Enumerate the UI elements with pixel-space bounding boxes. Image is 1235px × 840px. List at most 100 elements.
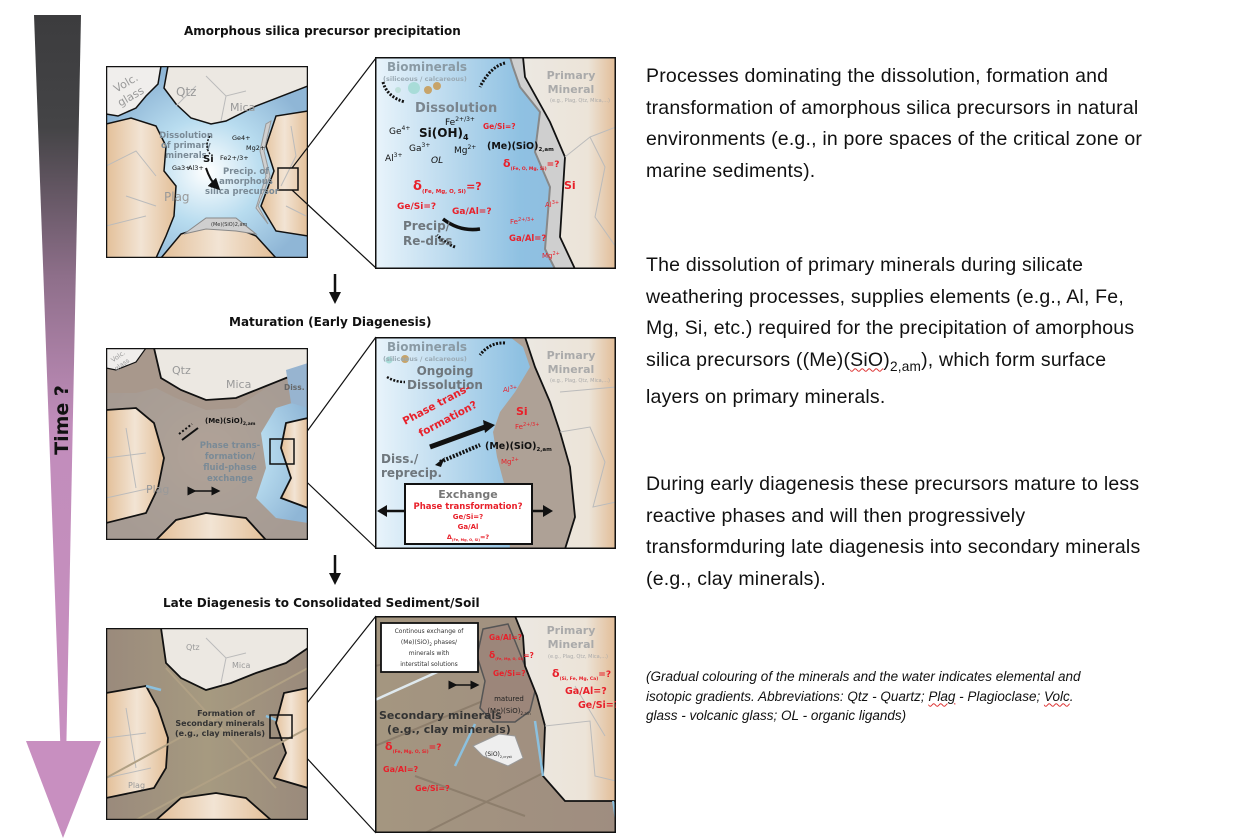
label-gaal-layer: Ga/Al=?: [509, 234, 546, 244]
label-gaal-fluid: Ga/Al=?: [452, 207, 492, 217]
label-si-layer: Si: [564, 179, 576, 192]
label-primary-2: Primary: [547, 349, 596, 362]
label-fe: Fe2+/3+: [220, 154, 249, 162]
label-fe-detail: Fe2+/3+: [445, 116, 475, 128]
label-qtz-3: Qtz: [186, 643, 200, 652]
label-ga-detail: Ga3+: [409, 142, 430, 154]
stage-1-title: Amorphous silica precursor precipitation: [184, 24, 461, 38]
label-delta-fluid: δ(Fe, Mg, O, Si)=?: [413, 179, 482, 195]
label-mica-2: Mica: [226, 378, 251, 391]
label-biominerals-2: Biominerals: [387, 340, 467, 354]
stage-2-title: Maturation (Early Diagenesis): [229, 315, 432, 329]
label-secondary-minerals: Secondary minerals: [175, 719, 264, 728]
label-me-layer: (Me)(SiO)2,am: [487, 141, 554, 153]
label-ge: Ge4+: [232, 134, 251, 142]
stage-1-overview: Volc. glass Qtz Mica Plag Dissolution of…: [106, 66, 308, 258]
box3-line1: Continous exchange of: [395, 628, 465, 635]
label-sioh4: Si(OH)4: [419, 126, 469, 142]
label-delta-prim: δ(Si, Fe, Mg, Ca)=?: [552, 667, 611, 682]
label-mica-3: Mica: [232, 661, 251, 670]
label-gesi-layer: Ge/Si=?: [483, 122, 516, 131]
label-formation-of: Formation of: [197, 709, 255, 718]
p2-sub: 2,am: [889, 358, 922, 374]
footnote: (Gradual colouring of the minerals and t…: [646, 667, 1106, 726]
label-ongoing-dissolution: Dissolution: [407, 378, 483, 392]
exchange-box: Exchange Phase transformation? Ge/Si=? G…: [404, 483, 533, 545]
label-gesi-mat: Ge/Si=?: [493, 669, 526, 678]
stage-3-title: Late Diagenesis to Consolidated Sediment…: [163, 596, 480, 610]
label-biominerals-sub-2: (siliceous / calcareous): [383, 355, 467, 363]
stage-3-overview: Qtz Mica Plag Formation of Secondary min…: [106, 628, 308, 820]
p2-part-b: ), which form surface layers on primary …: [646, 348, 1107, 408]
box-line2: Ge/Si=?: [453, 513, 483, 521]
label-si-2: Si: [516, 405, 528, 418]
continuous-exchange-box: Continous exchange of (Me)(SiO)2 phases/…: [380, 622, 479, 673]
label-precip-detail: Precip/: [403, 219, 451, 233]
label-mg-detail: Mg2+: [454, 144, 476, 156]
label-phase-4: exchange: [207, 474, 253, 484]
label-precip: Precip. of: [223, 167, 269, 177]
stage-3-detail: Continous exchange of (Me)(SiO)2 phases/…: [375, 616, 616, 833]
time-arrow-shaft: [34, 15, 81, 763]
label-diss-detail: Diss./: [381, 452, 419, 466]
note-volc: Volc: [1043, 688, 1070, 704]
label-primary-sub-2: (e.g., Plag, Qtz, Mica,...): [550, 378, 610, 384]
label-ga: Ga3+: [172, 164, 191, 172]
label-dissolution-3: minerals: [165, 151, 207, 161]
label-al-2: Al3+: [503, 385, 517, 394]
box-line3: Ga/Al: [458, 523, 479, 531]
stage-arrow-1: [329, 274, 341, 304]
label-gaal-sec: Ga/Al=?: [383, 765, 419, 774]
note-plag: Plag: [928, 688, 956, 704]
label-dissolution: Dissolution: [159, 131, 213, 141]
label-fe-2: Fe2+/3+: [515, 422, 539, 431]
label-matured-layer: (Me)(SiO)2,am: [487, 707, 530, 716]
label-dissolution-detail: Dissolution: [415, 101, 497, 116]
label-layer-2: (Me)(SiO)2,am: [205, 417, 256, 427]
time-label: Time ?: [51, 385, 73, 455]
label-qtz: Qtz: [176, 85, 196, 99]
paragraph-1: Processes dominating the dissolution, fo…: [646, 61, 1146, 187]
label-phase-1: Phase trans-: [200, 441, 261, 451]
label-mineral-3: Mineral: [548, 638, 595, 651]
label-primary: Primary: [547, 69, 596, 82]
paragraph-3-text: During early diagenesis these precursors…: [646, 473, 1141, 590]
label-ol: OL: [431, 156, 443, 166]
label-gaal-prim: Ga/Al=?: [565, 686, 607, 697]
label-mineral: Mineral: [548, 83, 595, 96]
p2-part-a: The dissolution of primary minerals duri…: [646, 254, 1135, 371]
label-secondary: Secondary minerals: [379, 709, 502, 722]
time-arrow: Time ?: [26, 15, 101, 838]
label-matured: matured: [494, 695, 524, 703]
stage-arrow-2: [329, 555, 341, 585]
label-primary-3: Primary: [547, 624, 596, 637]
box3-line2: (Me)(SiO)2 phases/: [401, 639, 458, 647]
label-biominerals: Biominerals: [387, 60, 467, 74]
label-gesi-prim: Ge/Si=?: [578, 700, 616, 711]
label-biominerals-sub: (siliceous / calcareous): [383, 75, 467, 83]
label-mineral-2: Mineral: [548, 363, 595, 376]
label-phase-3: fluid-phase: [203, 463, 257, 473]
label-diss-2: Diss.: [284, 383, 305, 392]
label-clay-minerals: (e.g., clay minerals): [175, 729, 265, 738]
paragraph-3: During early diagenesis these precursors…: [646, 469, 1146, 595]
label-gesi-fluid: Ge/Si=?: [397, 202, 436, 212]
label-sio-cryst: (SiO)2,cryst: [485, 751, 512, 759]
box3-line4: interstital solutions: [400, 661, 458, 668]
label-primary-sub: (e.g., Plag, Qtz, Mica,...): [550, 98, 610, 104]
time-arrow-head: [26, 741, 101, 838]
label-qtz-2: Qtz: [172, 364, 191, 377]
label-gesi-sec: Ge/Si=?: [415, 784, 450, 793]
label-plag-3: Plag: [128, 781, 145, 790]
stage-1-detail: Biominerals (siliceous / calcareous) Pri…: [375, 57, 616, 269]
stage-2-overview: Volc. glass Qtz Mica Plag Diss. (Me)(SiO…: [106, 348, 308, 540]
label-plag-2: Plag: [146, 483, 169, 496]
label-al: Al3+: [188, 164, 204, 172]
box3-line3: minerals with: [409, 650, 450, 657]
paragraph-1-text: Processes dominating the dissolution, fo…: [646, 65, 1143, 182]
label-mg-2: Mg2+: [501, 457, 519, 466]
label-dissolution-2: of primary: [161, 141, 211, 151]
label-plag: Plag: [164, 190, 190, 204]
label-mg: Mg2+: [246, 144, 265, 152]
label-fe-layer: Fe2+/3+: [510, 217, 534, 226]
